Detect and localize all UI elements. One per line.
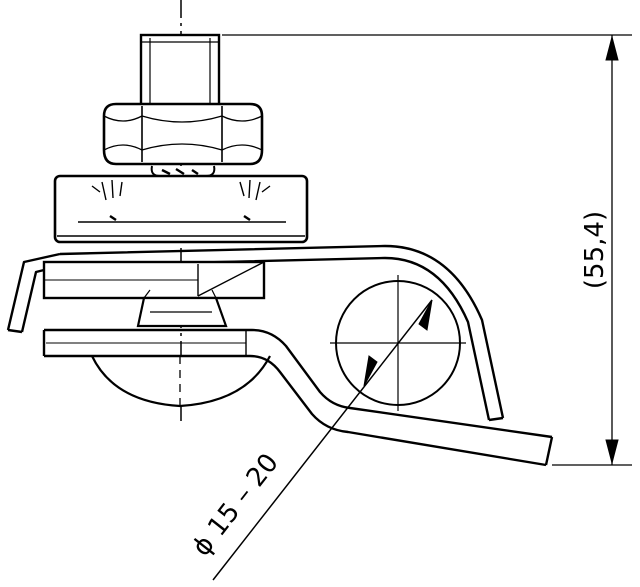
clamping-block bbox=[53, 174, 309, 244]
diameter-dimension-line bbox=[212, 299, 433, 581]
height-dimension-line bbox=[222, 34, 632, 466]
lock-washer bbox=[150, 165, 216, 177]
round-disc bbox=[91, 355, 271, 408]
threaded-stud bbox=[139, 33, 221, 107]
clamp-plate bbox=[42, 260, 266, 300]
height-label: (55,4) bbox=[580, 211, 610, 289]
lower-clip-strip bbox=[42, 328, 554, 467]
cone-nut bbox=[136, 289, 228, 328]
diameter-label: ϕ 15 – 20 bbox=[187, 448, 285, 562]
hex-nut bbox=[102, 102, 264, 166]
